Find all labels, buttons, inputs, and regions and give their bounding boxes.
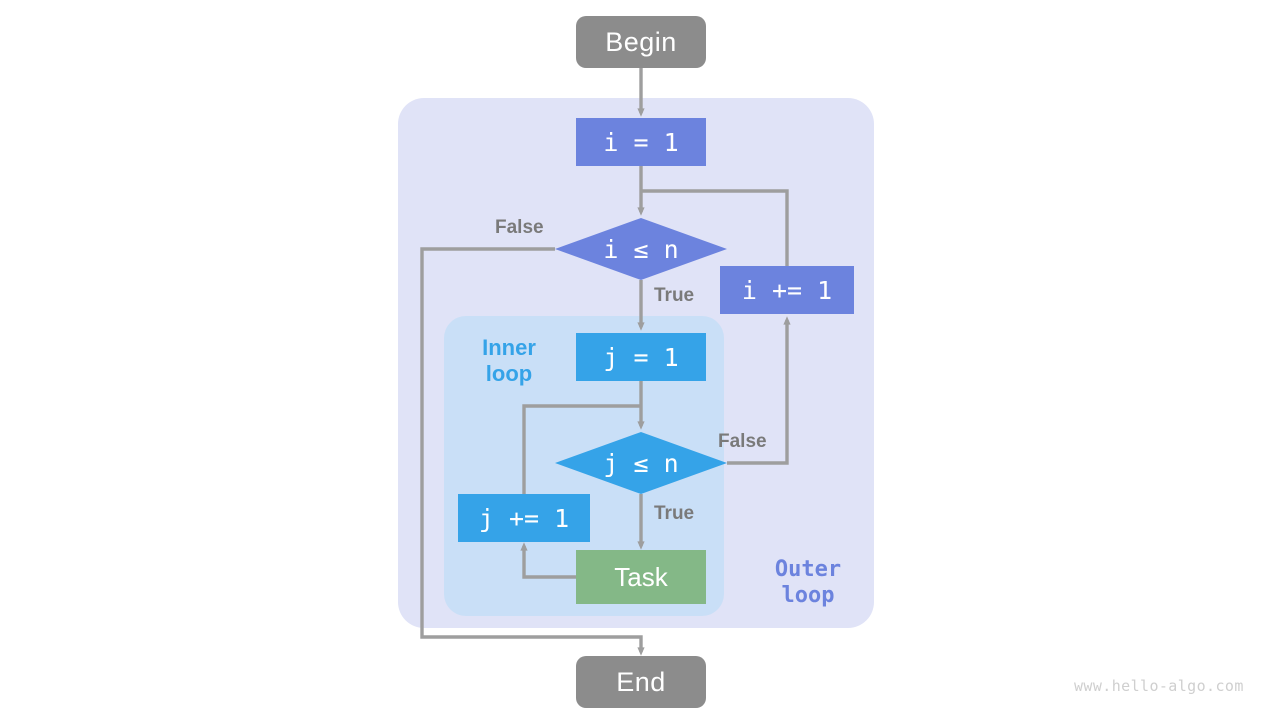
- node-begin[interactable]: Begin: [576, 16, 706, 68]
- node-j-incr[interactable]: j += 1: [458, 494, 590, 542]
- node-end[interactable]: End: [576, 656, 706, 708]
- node-begin-label: Begin: [605, 26, 677, 57]
- node-i-init[interactable]: i = 1: [576, 118, 706, 166]
- edge-label-i-false: False: [495, 217, 544, 238]
- node-j-incr-label: j += 1: [478, 503, 570, 533]
- decision-i-cond-shape: [555, 218, 727, 280]
- node-j-init-label: j = 1: [603, 342, 679, 372]
- edge-i-incr-to-i-cond: [641, 189, 789, 266]
- inner-loop-label: Inner loop: [482, 335, 536, 386]
- node-j-init[interactable]: j = 1: [576, 333, 706, 381]
- edge-label-j-false: False: [718, 431, 767, 452]
- edge-task-to-j-incr: [520, 542, 576, 579]
- edge-j-incr-to-j-cond: [522, 404, 641, 494]
- edge-label-i-true: True: [654, 285, 695, 306]
- edge-j-cond-false-to-i-incr: [727, 316, 791, 465]
- node-i-incr-label: i += 1: [741, 275, 833, 305]
- edge-i-cond-false-to-end: [420, 247, 645, 656]
- watermark: www.hello-algo.com: [1074, 677, 1244, 695]
- node-i-incr[interactable]: i += 1: [720, 266, 854, 314]
- node-task-label: Task: [614, 561, 668, 592]
- edge-label-j-true: True: [654, 503, 695, 524]
- node-end-label: End: [616, 666, 666, 697]
- outer-loop-label: Outer loop: [774, 557, 842, 608]
- decision-j-cond-shape: [555, 432, 727, 494]
- node-i-init-label: i = 1: [603, 127, 679, 157]
- node-task[interactable]: Task: [576, 550, 706, 604]
